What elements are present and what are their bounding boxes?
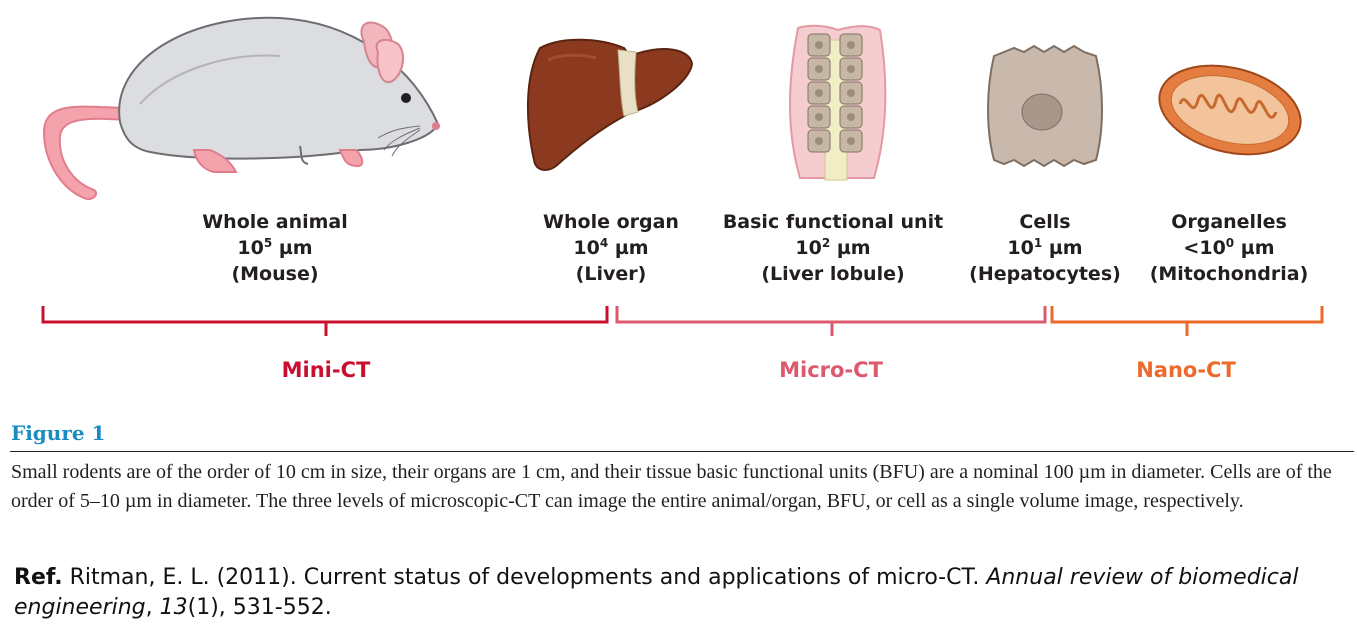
illustrations [42, 16, 1302, 200]
level-name: Cells [1019, 211, 1071, 233]
liver-lobule-illustration-icon [789, 24, 887, 181]
ct-range-brackets [41, 306, 1324, 336]
mini-ct-bracket [41, 306, 609, 336]
reference-prefix: Ref. [14, 565, 63, 590]
caption-divider [10, 451, 1354, 452]
reference-authors: Ritman, E. L. (2011). Current status of … [69, 565, 980, 590]
figure-title: Figure 1 [11, 421, 106, 445]
mouse-illustration-icon [42, 16, 440, 200]
nano-ct-bracket [1050, 306, 1324, 336]
level-scale: 105 µm [237, 236, 313, 259]
range-label-nano-ct: Nano-CT [1136, 358, 1236, 382]
level-label-organelles: Organelles <100 µm (Mitochondria) [1099, 209, 1357, 287]
level-name: Basic functional unit [722, 211, 944, 233]
figure-caption: Small rodents are of the order of 10 cm … [11, 461, 1332, 512]
level-label-whole-organ: Whole organ 104 µm (Liver) [481, 209, 741, 287]
range-label-micro-ct: Micro-CT [779, 358, 883, 382]
level-name: Whole organ [543, 211, 679, 233]
level-example: (Mitochondria) [1149, 263, 1309, 285]
micro-ct-bracket [615, 306, 1047, 336]
level-label-whole-animal: Whole animal 105 µm (Mouse) [145, 209, 405, 287]
level-scale: <100 µm [1183, 236, 1275, 259]
reference-volume: 13 [159, 595, 188, 620]
liver-illustration-icon [526, 38, 694, 171]
level-example: (Liver lobule) [761, 263, 905, 285]
level-label-basic-functional-unit: Basic functional unit 102 µm (Liver lobu… [703, 209, 963, 287]
reference-citation: Ref. Ritman, E. L. (2011). Current statu… [14, 565, 1299, 620]
level-example: (Hepatocytes) [969, 263, 1121, 285]
level-label-cells: Cells 101 µm (Hepatocytes) [915, 209, 1175, 287]
mitochondrion-illustration-icon [1158, 64, 1302, 156]
level-example: (Mouse) [231, 263, 319, 285]
level-name: Whole animal [202, 211, 348, 233]
level-scale: 101 µm [1007, 236, 1083, 259]
hepatocyte-cell-illustration-icon [987, 44, 1103, 168]
level-example: (Liver) [575, 263, 647, 285]
level-scale: 104 µm [573, 236, 649, 259]
reference-issue-pages: (1), 531-552. [187, 595, 332, 620]
reference-journal: Annual review of biomedical engineering [14, 565, 1299, 620]
level-scale: 102 µm [795, 236, 871, 259]
range-label-mini-ct: Mini-CT [281, 358, 371, 382]
level-name: Organelles [1171, 211, 1287, 233]
